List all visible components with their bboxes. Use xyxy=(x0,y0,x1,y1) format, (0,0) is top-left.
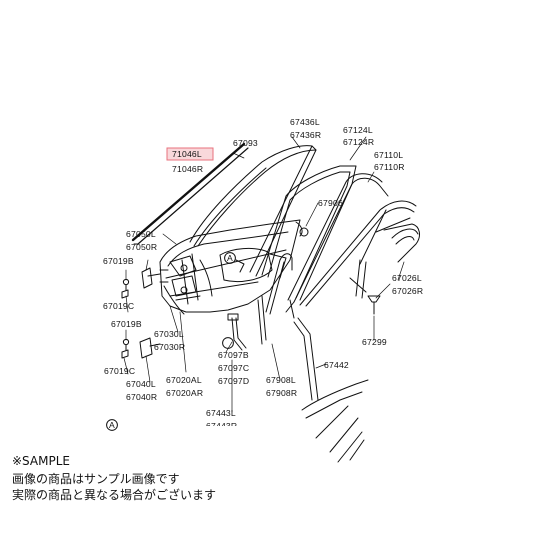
label-clip-mask xyxy=(200,426,260,438)
hinge-upper xyxy=(141,267,161,289)
door-check-67097 xyxy=(227,313,247,351)
weatherstrip-71046 xyxy=(131,142,249,245)
label-67020al[interactable]: 67020AL xyxy=(166,375,202,385)
channel-67026 xyxy=(391,228,419,245)
label-67030l[interactable]: 67030L xyxy=(154,329,184,339)
label-67026l[interactable]: 67026L xyxy=(392,273,422,283)
label-71046r[interactable]: 71046R xyxy=(172,164,203,174)
label-67299[interactable]: 67299 xyxy=(362,337,387,347)
grommet-67906 xyxy=(299,227,309,237)
label-67019c[interactable]: 67019C xyxy=(104,366,135,376)
label-67026r[interactable]: 67026R xyxy=(392,286,423,296)
label-67442[interactable]: 67442 xyxy=(324,360,349,370)
label-67436r[interactable]: 67436R xyxy=(290,130,321,140)
label-67040l[interactable]: 67040L xyxy=(126,379,156,389)
label-67030r[interactable]: 67030R xyxy=(154,342,185,352)
hinge-lower xyxy=(139,337,161,359)
clip-67299 xyxy=(367,295,381,315)
reference-marker-a: A xyxy=(109,420,115,430)
label-67436l[interactable]: 67436L xyxy=(290,117,320,127)
label-67906[interactable]: 67906 xyxy=(318,198,343,208)
label-67443l[interactable]: 67443L xyxy=(206,408,236,418)
label-67110r[interactable]: 67110R xyxy=(374,162,405,172)
label-67110l[interactable]: 67110L xyxy=(374,150,403,160)
sample-disclaimer-line2: 実際の商品と異なる場合がございます xyxy=(12,488,217,502)
reference-marker-circle xyxy=(106,419,118,431)
label-67908r[interactable]: 67908R xyxy=(266,388,297,398)
label-67020ar[interactable]: 67020AR xyxy=(166,388,203,398)
label-67019b[interactable]: 67019B xyxy=(111,319,142,329)
highlighted-part-box xyxy=(166,147,214,161)
reference-marker-circle xyxy=(224,252,236,264)
label-67097d[interactable]: 67097D xyxy=(218,376,249,386)
window-regulator-67020 xyxy=(159,255,201,315)
door-inner-panel xyxy=(159,219,303,313)
label-67050r[interactable]: 67050R xyxy=(126,242,157,252)
label-67124l[interactable]: 67124L xyxy=(343,125,373,135)
leader-lines xyxy=(123,136,405,413)
label-67093[interactable]: 67093 xyxy=(233,138,258,148)
label-67124r[interactable]: 67124R xyxy=(343,137,374,147)
run-channel xyxy=(299,200,420,307)
door-sash-67436 xyxy=(189,145,317,277)
label-67019c[interactable]: 67019C xyxy=(103,301,134,311)
quarter-corner xyxy=(301,379,369,463)
label-67050l[interactable]: 67050L xyxy=(126,229,156,239)
reference-marker-circle xyxy=(222,337,234,349)
molding-67442 xyxy=(293,317,319,401)
sample-disclaimer-line1: 画像の商品はサンプル画像です xyxy=(12,472,180,486)
label-67040r[interactable]: 67040R xyxy=(126,392,157,402)
label-67097b[interactable]: 67097B xyxy=(218,350,249,360)
label-67908l[interactable]: 67908L xyxy=(266,375,296,385)
reference-marker-a: A xyxy=(227,253,233,263)
label-67019b[interactable]: 67019B xyxy=(103,256,134,266)
label-67097c[interactable]: 67097C xyxy=(218,363,249,373)
label-71046l[interactable]: 71046L xyxy=(172,149,202,159)
glass-channel-67110 xyxy=(285,173,389,313)
weatherstrip-67908 xyxy=(257,253,295,345)
door-glass-67124 xyxy=(261,165,357,301)
sample-notice: ※SAMPLE xyxy=(12,454,70,468)
